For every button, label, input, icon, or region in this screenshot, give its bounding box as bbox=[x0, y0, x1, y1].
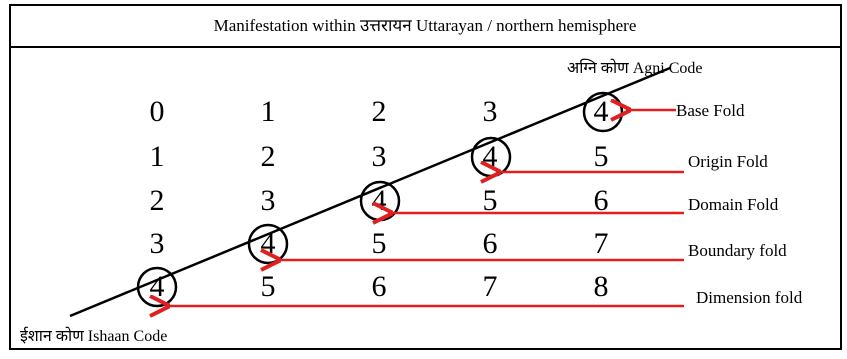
grid-cell: 6 bbox=[483, 227, 498, 260]
grid-cell: 2 bbox=[372, 95, 387, 128]
grid-cell: 1 bbox=[150, 140, 165, 173]
grid-cell: 4 bbox=[150, 270, 165, 303]
title-text: Manifestation within उत्तरायन Uttarayan … bbox=[214, 16, 637, 35]
grid-cell: 5 bbox=[594, 140, 609, 173]
agni-label: अग्नि कोण Agni Code bbox=[567, 58, 703, 77]
ishaan-label: ईशान कोण Ishaan Code bbox=[20, 326, 167, 345]
fold-label-dimension: Dimension fold bbox=[696, 288, 803, 307]
grid-cell: 8 bbox=[594, 270, 609, 303]
grid-cell: 2 bbox=[150, 184, 165, 217]
grid-cell: 3 bbox=[483, 95, 498, 128]
grid-cell: 3 bbox=[372, 140, 387, 173]
fold-labels: Base Fold Origin Fold Domain Fold Bounda… bbox=[676, 101, 803, 307]
grid-cell: 0 bbox=[150, 95, 165, 128]
number-grid: 0 1 2 3 4 1 2 3 4 5 2 3 4 5 6 3 4 5 6 7 … bbox=[150, 95, 609, 303]
fold-label-origin: Origin Fold bbox=[688, 152, 768, 171]
grid-cell: 6 bbox=[594, 184, 609, 217]
grid-cell: 4 bbox=[261, 227, 276, 260]
grid-cell: 5 bbox=[483, 184, 498, 217]
title-box bbox=[9, 4, 842, 48]
grid-cell: 4 bbox=[594, 95, 609, 128]
grid-cell: 4 bbox=[372, 184, 387, 217]
fold-arrows bbox=[165, 110, 684, 306]
grid-cell: 7 bbox=[594, 227, 609, 260]
grid-cell: 2 bbox=[261, 140, 276, 173]
fold-label-domain: Domain Fold bbox=[688, 195, 779, 214]
grid-cell: 5 bbox=[372, 227, 387, 260]
grid-cell: 4 bbox=[483, 140, 498, 173]
fold-label-boundary: Boundary fold bbox=[688, 241, 787, 260]
grid-cell: 7 bbox=[483, 270, 498, 303]
fold-label-base: Base Fold bbox=[676, 101, 745, 120]
grid-cell: 3 bbox=[150, 227, 165, 260]
grid-cell: 3 bbox=[261, 184, 276, 217]
grid-cell: 5 bbox=[261, 270, 276, 303]
grid-cell: 1 bbox=[261, 95, 276, 128]
grid-cell: 6 bbox=[372, 270, 387, 303]
